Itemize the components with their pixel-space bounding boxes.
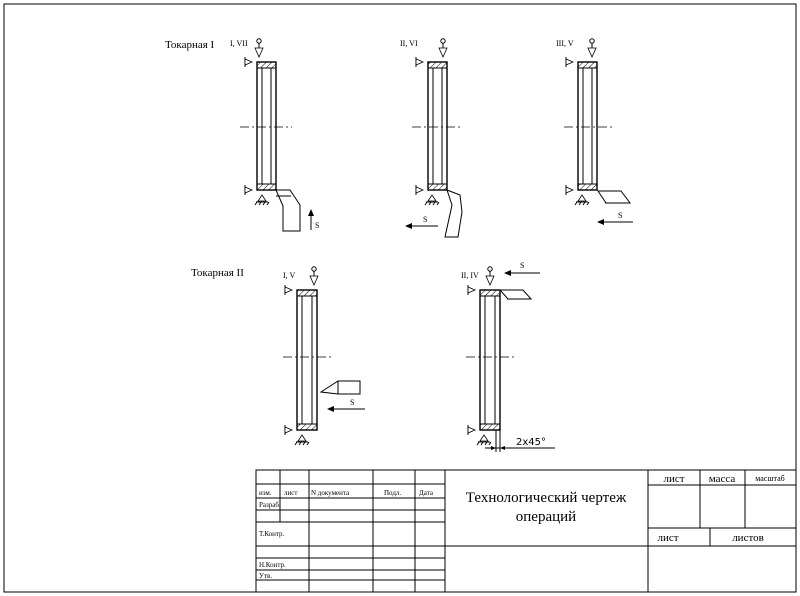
col-ndoc: N документа (311, 489, 350, 497)
hatch-top (577, 61, 598, 69)
locator-symbol (284, 284, 293, 296)
row-utv: Утв. (259, 572, 272, 580)
drawing-title-line-2: операций (516, 509, 576, 525)
right-massa-label: масса (709, 473, 736, 485)
clamp-symbol (485, 266, 495, 286)
part-section (577, 61, 598, 191)
locator-symbol (467, 424, 476, 436)
feed-label: S (315, 221, 319, 230)
col-list: лист (284, 489, 297, 497)
setup-label: II, IV (461, 271, 479, 280)
locator-symbol (284, 424, 293, 436)
support-symbol (574, 194, 590, 206)
hatch-bottom (479, 423, 501, 431)
hatch-top (479, 289, 501, 297)
turning-1-view-2: II, VI S (400, 38, 463, 238)
support-symbol (424, 194, 440, 206)
hatch-bottom (296, 423, 318, 431)
hatch-top (296, 289, 318, 297)
setup-label: I, VII (230, 39, 248, 48)
hatch-bottom (427, 183, 448, 191)
row-tkontr: Т.Контр. (259, 530, 285, 538)
clamp-symbol (438, 38, 448, 58)
col-podp: Подл. (384, 489, 401, 497)
cutting-tool (597, 190, 631, 204)
col-data: Дата (419, 489, 434, 497)
clamp-symbol (254, 38, 264, 58)
sheet-frame (3, 3, 797, 593)
right-list-label: лист (663, 473, 684, 485)
support-symbol (294, 434, 310, 446)
part-section (479, 289, 501, 431)
chamfer-dimension: 2x45° (516, 437, 546, 448)
operation-label-turning-1: Токарная I (165, 39, 215, 51)
locator-symbol (467, 284, 476, 296)
cutting-tool (498, 289, 533, 300)
hatch-bottom (256, 183, 277, 191)
cutting-tool (444, 189, 463, 238)
locator-symbol (244, 184, 253, 196)
drawing-title-line-1: Технологический чертеж (466, 490, 627, 506)
feed-label: S (520, 261, 524, 270)
title-block: изм. лист N документа Подл. Дата Разраб.… (255, 469, 797, 593)
setup-label: III, V (556, 39, 574, 48)
setup-label: I, V (283, 271, 296, 280)
feed-label: S (350, 398, 354, 407)
cutting-tool (319, 380, 361, 395)
right-list2-label: лист (657, 532, 678, 544)
row-razrab: Разраб. (259, 501, 281, 509)
right-listov-label: листов (732, 532, 764, 544)
support-symbol (254, 194, 270, 206)
clamp-symbol (309, 266, 319, 286)
support-symbol (476, 434, 492, 446)
setup-label: II, VI (400, 39, 418, 48)
part-section (256, 61, 277, 191)
clamp-symbol (587, 38, 597, 58)
hatch-top (427, 61, 448, 69)
turning-2-view-2: II, IV S 2x45° (461, 261, 555, 452)
part-section (296, 289, 318, 431)
locator-symbol (565, 56, 574, 68)
turning-2-view-1: I, V S (283, 266, 365, 446)
locator-symbol (415, 56, 424, 68)
locator-symbol (415, 184, 424, 196)
row-nkontr: Н.Контр. (259, 561, 286, 569)
cutting-tool (275, 189, 301, 232)
locator-symbol (244, 56, 253, 68)
part-section (427, 61, 448, 191)
turning-1-view-1: I, VII S (230, 38, 319, 232)
operation-label-turning-2: Токарная II (191, 267, 244, 279)
col-izm: изм. (259, 489, 272, 497)
locator-symbol (565, 184, 574, 196)
turning-1-view-3: III, V S (556, 38, 633, 225)
hatch-bottom (577, 183, 598, 191)
hatch-top (256, 61, 277, 69)
right-masshtab-label: масштаб (755, 474, 784, 483)
feed-label: S (618, 211, 622, 220)
feed-label: S (423, 215, 427, 224)
